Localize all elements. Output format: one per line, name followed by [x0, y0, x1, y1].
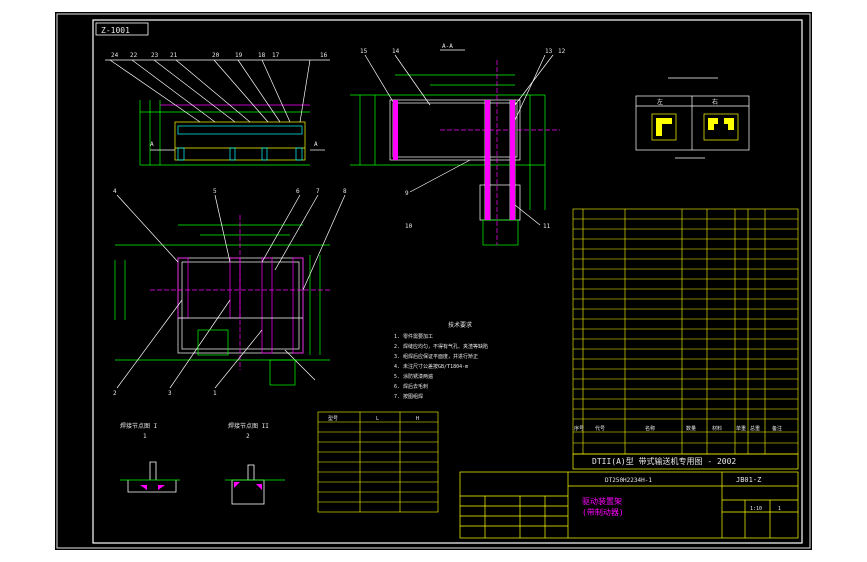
section-a-a-view [350, 49, 560, 246]
detail-caption-1: 焊接节点图 I [120, 422, 158, 430]
balloon-label: 1 [213, 390, 217, 397]
parts-header-cell: 名称 [645, 425, 655, 432]
drawing-code: JB01-Z [736, 476, 761, 484]
balloon-label: 14 [392, 48, 400, 55]
model-table-header-cell: H [416, 416, 419, 422]
balloon-label: 17 [272, 52, 280, 59]
drawing-background [55, 12, 812, 550]
frame-tag: Z-1001 [95, 22, 149, 36]
balloon-label: 18 [258, 52, 266, 59]
technical-notes: 技术要求 1. 零件需要加工 2. 焊缝应均匀，不得有气孔、夹渣等缺陷 3. 组… [394, 321, 488, 400]
balloon-label: 4 [113, 188, 117, 195]
parts-header-cell: 代号 [595, 425, 605, 432]
frame-tag-text: Z-1001 [101, 26, 130, 35]
parts-list-header: 序号 代号 名称 数量 材料 单重 总重 备注 [574, 425, 782, 432]
balloon-label: 20 [212, 52, 220, 59]
note-line: 4. 未注尺寸公差按GB/T1804-m [394, 363, 468, 370]
balloon-label: 5 [213, 188, 217, 195]
drawing-number: DT250H2234H-1 [605, 477, 652, 484]
model-table-header: 型号 L H [328, 415, 419, 422]
balloon-label: 19 [235, 52, 243, 59]
orientation-legend [635, 77, 750, 159]
drawing-outer-border [56, 13, 811, 549]
note-line: 7. 按图组焊 [394, 393, 423, 400]
note-line: 5. 涂防锈漆两遍 [394, 373, 433, 380]
parts-header-cell: 单重 [736, 425, 746, 432]
plan-view [114, 194, 346, 389]
model-table-header-cell: 型号 [328, 415, 338, 422]
balloon-label: 23 [151, 52, 159, 59]
view-a-label-left: A [150, 141, 154, 148]
note-line: 3. 组焊后应保证平面度，并进行矫正 [394, 353, 478, 360]
balloon-group-front: 24 22 23 21 20 19 18 17 16 [111, 52, 328, 59]
legend-left-label: 左 [657, 98, 663, 106]
front-view [105, 59, 330, 166]
detail-label-1: 1 [143, 433, 147, 440]
note-line: 1. 零件需要加工 [394, 333, 433, 340]
drawing-subtitle: (带制动器) [582, 507, 624, 517]
section-label: A-A [442, 43, 453, 50]
drawing-title: 驱动装置架 [582, 496, 622, 506]
title-block [459, 453, 799, 539]
balloon-label: 7 [316, 188, 320, 195]
parts-header-cell: 序号 [574, 425, 584, 432]
parts-list [572, 208, 799, 455]
detail-view-1 [120, 461, 180, 493]
parts-header-cell: 材料 [712, 425, 722, 432]
title-line: DTII(A)型 带式输送机专用图 - 2002 [592, 456, 736, 466]
balloon-label: 2 [113, 390, 117, 397]
balloon-group-section: 15 14 13 12 9 11 10 [360, 48, 566, 230]
note-line: 2. 焊缝应均匀，不得有气孔、夹渣等缺陷 [394, 343, 488, 350]
legend-right-label: 右 [712, 98, 718, 106]
balloon-label: 6 [296, 188, 300, 195]
balloon-label: 12 [558, 48, 566, 55]
balloon-label: 13 [545, 48, 553, 55]
balloon-label: 21 [170, 52, 178, 59]
balloon-label: 16 [320, 52, 328, 59]
view-a-label-right: A [314, 141, 318, 148]
balloon-group-plan: 4 5 6 7 8 2 3 1 [113, 188, 347, 397]
parts-header-cell: 数量 [686, 425, 696, 432]
drawing-inner-border [92, 19, 803, 544]
balloon-label: 3 [168, 390, 172, 397]
parts-header-cell: 总重 [750, 425, 760, 432]
detail-view-2 [225, 464, 285, 505]
note-line: 6. 焊后去毛刺 [394, 383, 428, 390]
detail-caption-2: 焊接节点图 II [228, 422, 269, 430]
detail-label-2: 2 [246, 433, 250, 440]
notes-heading: 技术要求 [448, 321, 472, 329]
balloon-label: 9 [405, 190, 409, 197]
balloon-label: 10 [405, 223, 413, 230]
parts-header-cell: 备注 [772, 425, 782, 432]
model-table-header-cell: L [376, 416, 379, 422]
balloon-label: 8 [343, 188, 347, 195]
model-table [317, 411, 439, 513]
balloon-label: 22 [130, 52, 138, 59]
balloon-label: 15 [360, 48, 368, 55]
drawing-sheet: 1 [778, 506, 781, 512]
balloon-label: 24 [111, 52, 119, 59]
balloon-label: 11 [543, 223, 551, 230]
drawing-scale: 1:10 [750, 506, 762, 512]
